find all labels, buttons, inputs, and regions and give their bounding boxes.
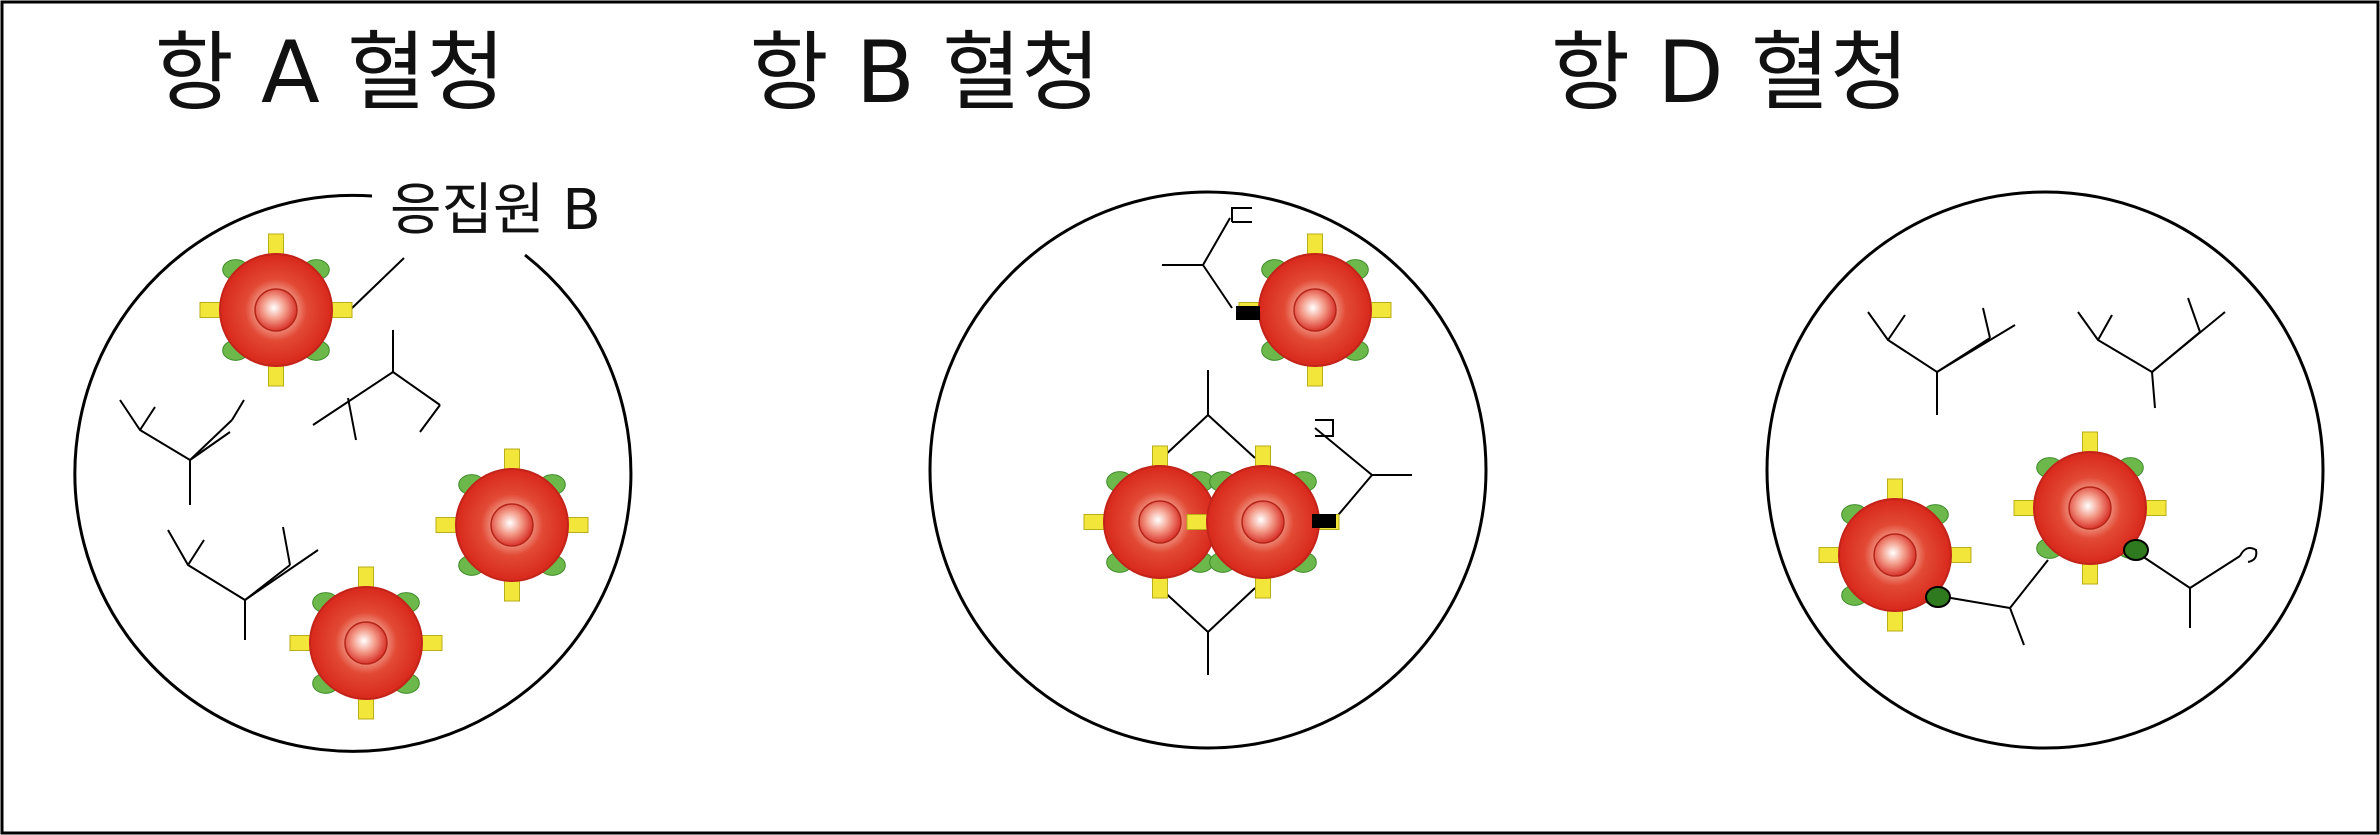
panel-3-cells xyxy=(1818,431,2167,632)
panel-1-antibodies xyxy=(119,330,441,640)
callout-leader-line xyxy=(349,257,405,311)
red-blood-cell xyxy=(435,448,589,602)
red-blood-cell xyxy=(199,233,353,387)
callout-label-antigen-b: 응집원 B xyxy=(390,178,601,243)
panel-2-bonds xyxy=(1236,306,1336,528)
cell-nucleus xyxy=(490,503,534,547)
cell-nucleus xyxy=(1138,500,1182,544)
red-blood-cell xyxy=(1818,478,1972,632)
panel-2-title: 항 B 혈청 xyxy=(749,23,1101,123)
panel-3-circle xyxy=(1765,190,2325,750)
panel-2-antibodies xyxy=(1159,207,1412,675)
panel-1-title: 항 A 혈청 xyxy=(154,23,506,123)
panel-3-bonds xyxy=(1925,539,2149,608)
cell-nucleus xyxy=(344,621,388,665)
panel-2-circle xyxy=(928,190,1488,750)
panel-3-antibodies xyxy=(1867,297,2258,646)
panel-1-cells xyxy=(199,233,589,720)
red-blood-cell xyxy=(289,566,443,720)
panel-3-title: 항 D 혈청 xyxy=(1550,23,1910,123)
cell-nucleus xyxy=(1241,500,1285,544)
panel-1-circle xyxy=(73,193,633,753)
cell-nucleus xyxy=(1293,288,1337,332)
cell-nucleus xyxy=(2068,486,2112,530)
cell-nucleus xyxy=(1873,533,1917,577)
cell-nucleus xyxy=(254,288,298,332)
